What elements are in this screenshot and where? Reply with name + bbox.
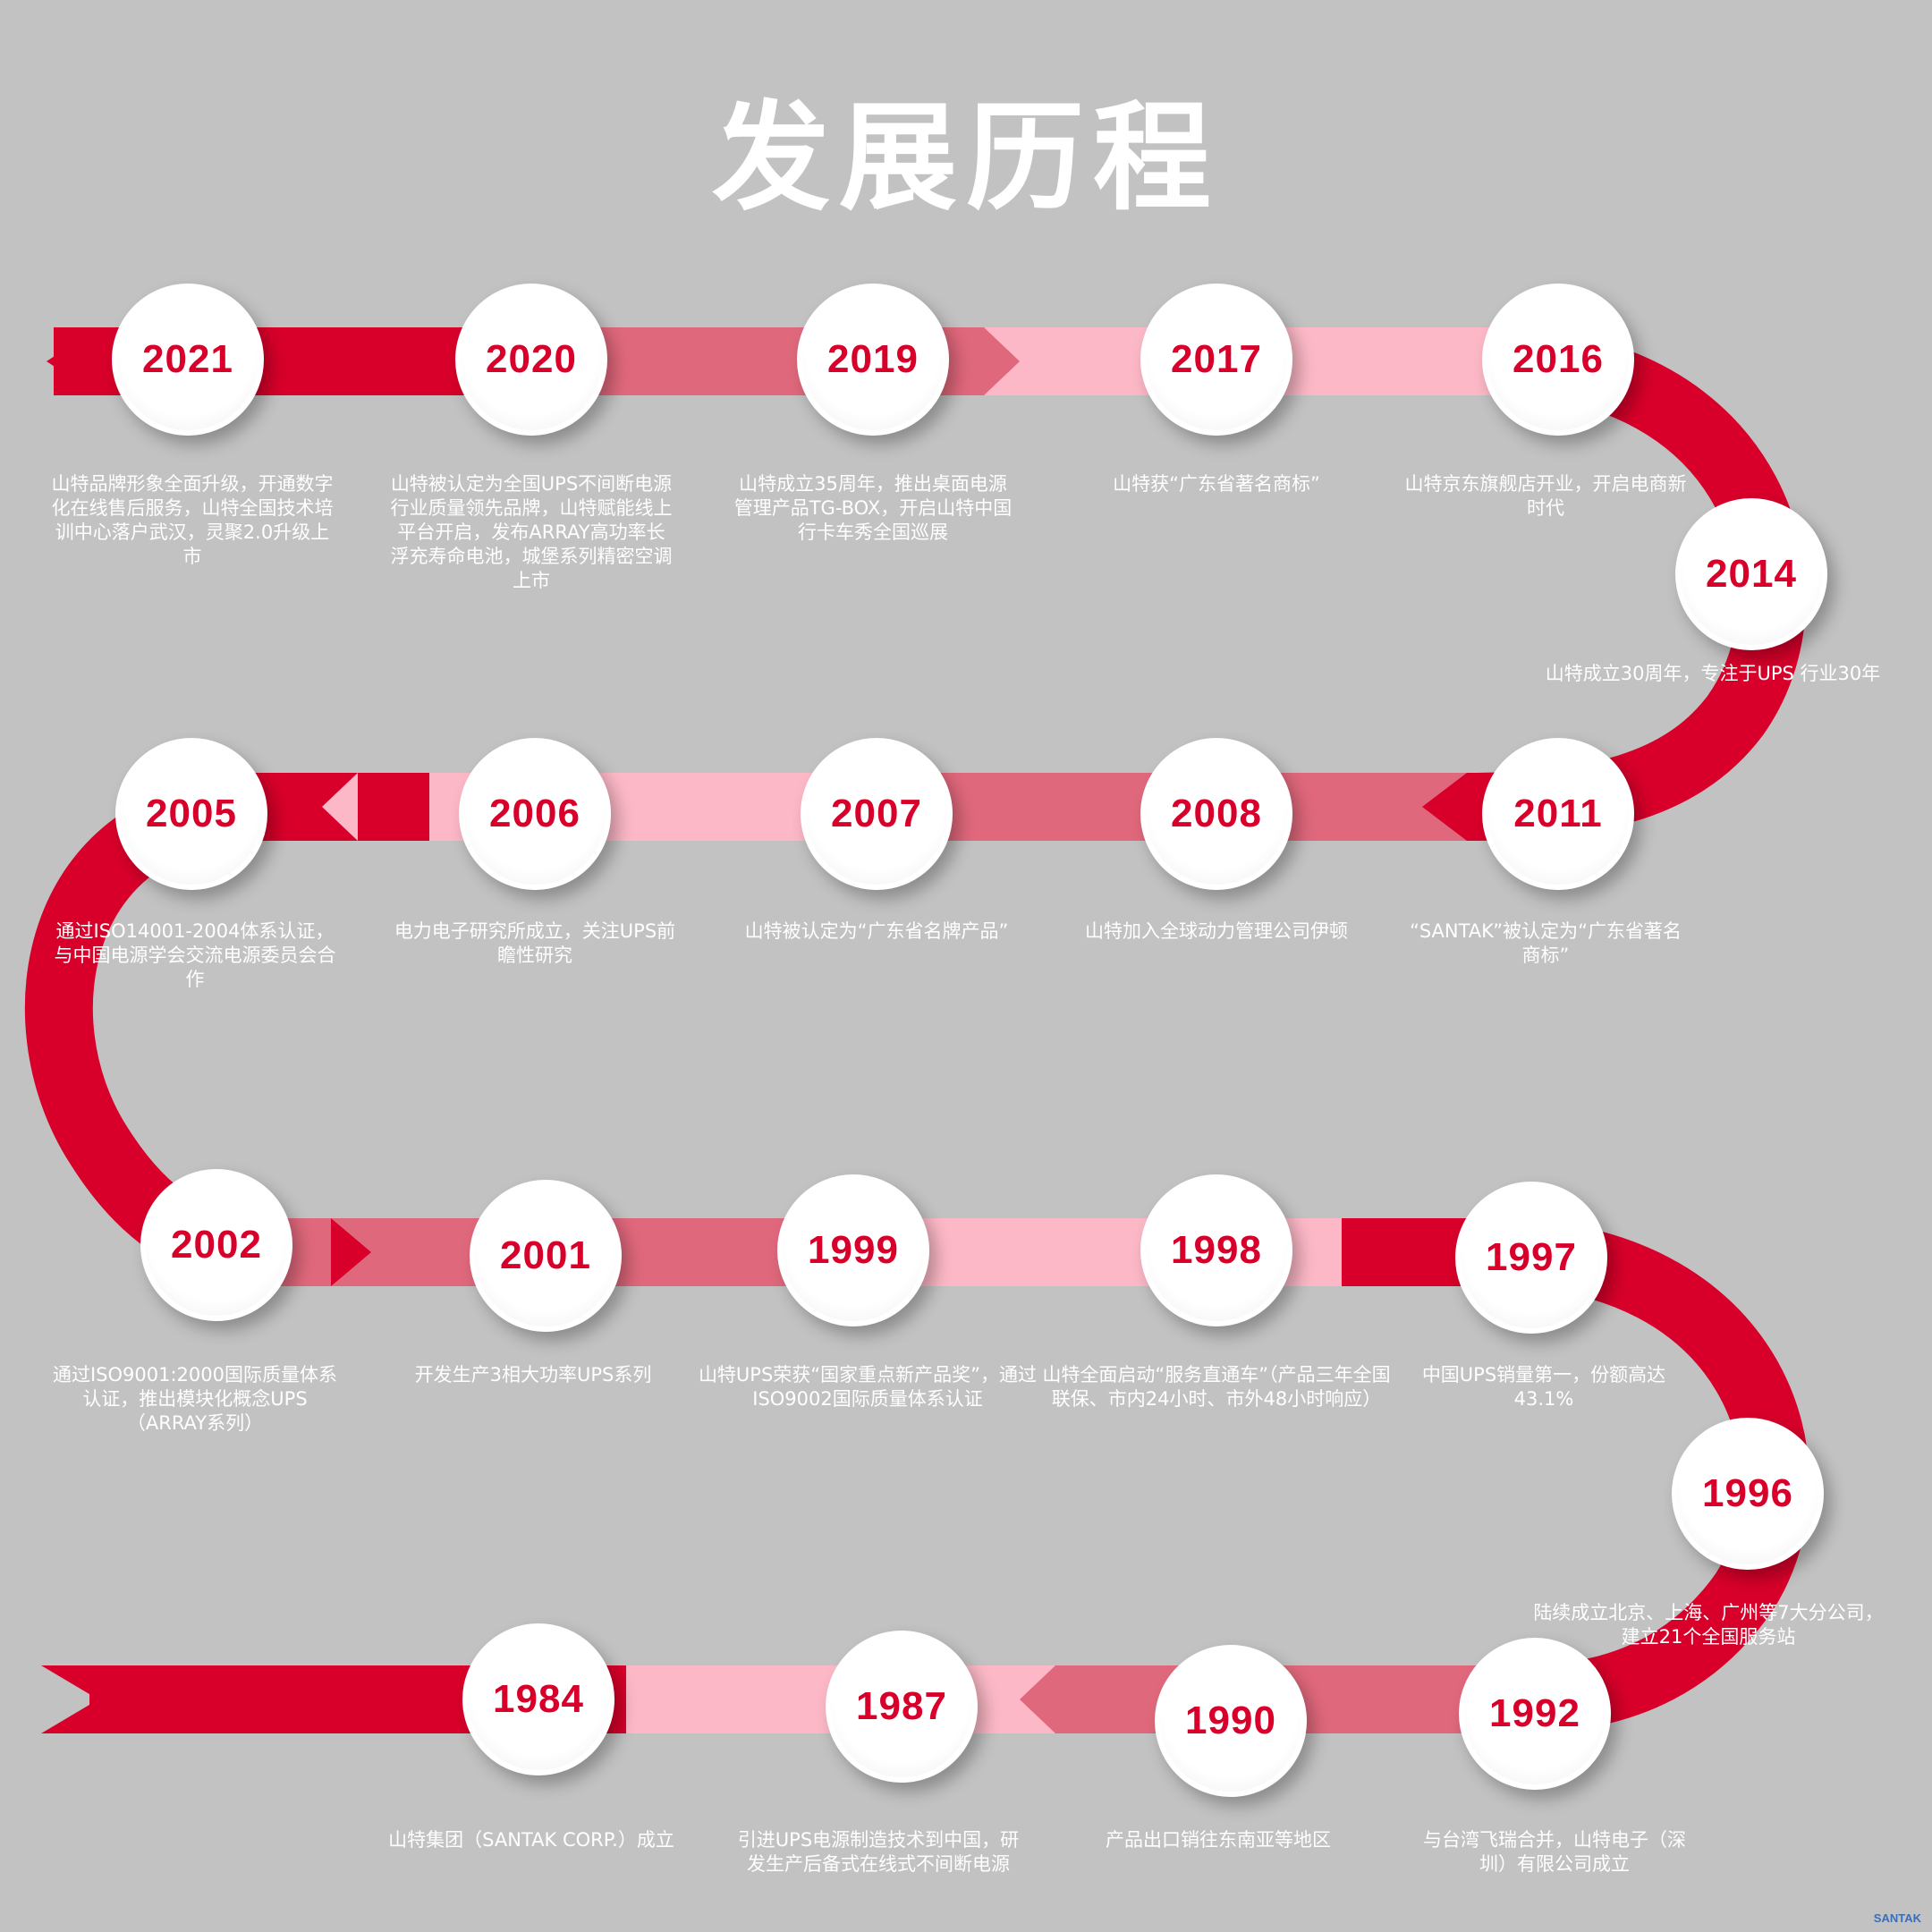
milestone-node-2017: 2017 xyxy=(1140,284,1292,436)
milestone-year: 2006 xyxy=(489,792,580,835)
milestone-year: 2021 xyxy=(142,337,233,381)
milestone-year: 2002 xyxy=(171,1223,262,1267)
milestone-description: 通过ISO9001:2000国际质量体系认证，推出模块化概念UPS（ARRAY系… xyxy=(52,1364,337,1434)
ribbon-tail xyxy=(41,1665,98,1733)
milestone-node-2020: 2020 xyxy=(455,284,607,436)
milestone-year: 2001 xyxy=(500,1233,591,1277)
ribbon-chevron xyxy=(1422,773,1467,841)
milestone-description: 山特加入全球动力管理公司伊顿 xyxy=(1085,920,1348,942)
page-title: 发展历程 xyxy=(712,89,1220,227)
milestone-node-2002: 2002 xyxy=(140,1169,292,1321)
milestone-description: 山特成立35周年，推出桌面电源管理产品TG-BOX，开启山特中国行卡车秀全国巡展 xyxy=(733,473,1013,543)
milestone-node-2011: 2011 xyxy=(1482,738,1634,890)
milestone-description: 产品出口销往东南亚等地区 xyxy=(1106,1829,1331,1851)
milestone-description: 电力电子研究所成立，关注UPS前瞻性研究 xyxy=(394,920,676,966)
milestone-node-2021: 2021 xyxy=(112,284,264,436)
milestone-description: 山特成立30周年，专注于UPS 行业30年 xyxy=(1545,663,1881,684)
milestone-node-1997: 1997 xyxy=(1455,1182,1607,1334)
milestone-node-2016: 2016 xyxy=(1482,284,1634,436)
milestone-node-2001: 2001 xyxy=(470,1180,622,1332)
ribbon-chevron xyxy=(1020,1665,1055,1733)
milestone-node-2007: 2007 xyxy=(801,738,953,890)
milestone-year: 1990 xyxy=(1185,1699,1276,1742)
milestone-description: 中国UPS销量第一，份额高达43.1% xyxy=(1421,1364,1666,1410)
milestone-node-1998: 1998 xyxy=(1140,1174,1292,1326)
milestone-year: 1987 xyxy=(856,1684,947,1728)
milestone-year: 2016 xyxy=(1513,337,1604,381)
milestone-description: 山特被认定为“广东省名牌产品” xyxy=(744,920,1009,942)
santak-logo: SANTAK xyxy=(1873,1911,1921,1925)
milestone-node-1987: 1987 xyxy=(826,1631,978,1783)
milestone-description: 山特品牌形象全面升级，开通数字化在线售后服务，山特全国技术培训中心落户武汉，灵聚… xyxy=(51,473,334,567)
milestone-description: 与台湾飞瑞合并，山特电子（深圳）有限公司成立 xyxy=(1423,1829,1686,1875)
milestone-node-1992: 1992 xyxy=(1459,1638,1611,1790)
milestone-description: 山特UPS荣获“国家重点新产品奖”，通过ISO9002国际质量体系认证 xyxy=(698,1364,1038,1410)
milestone-node-2005: 2005 xyxy=(115,738,267,890)
milestone-description: 山特京东旗舰店开业，开启电商新时代 xyxy=(1404,473,1687,519)
milestone-node-1999: 1999 xyxy=(777,1174,929,1326)
milestone-year: 2020 xyxy=(486,337,577,381)
milestone-description: 陆续成立北京、上海、广州等7大分公司，建立21个全国服务站 xyxy=(1533,1602,1884,1648)
milestone-year: 1992 xyxy=(1489,1691,1580,1735)
milestone-year: 2014 xyxy=(1706,552,1797,596)
ribbon-arrow-left xyxy=(47,327,98,395)
milestone-description: “SANTAK”被认定为“广东省著名商标” xyxy=(1409,920,1682,966)
milestone-node-2019: 2019 xyxy=(797,284,949,436)
milestone-year: 2011 xyxy=(1513,792,1603,835)
milestone-description: 山特获“广东省著名商标” xyxy=(1113,473,1320,495)
milestone-year: 1984 xyxy=(493,1677,584,1721)
milestone-node-2008: 2008 xyxy=(1140,738,1292,890)
milestone-node-2006: 2006 xyxy=(459,738,611,890)
milestone-description: 山特全面启动“服务直通车”（产品三年全国联保、市内24小时、市外48小时响应） xyxy=(1042,1364,1391,1410)
milestone-description: 山特被认定为全国UPS不间断电源行业质量领先品牌，山特赋能线上平台开启，发布AR… xyxy=(390,473,673,591)
milestone-node-1984: 1984 xyxy=(462,1623,614,1775)
milestone-node-1990: 1990 xyxy=(1155,1645,1307,1797)
milestone-year: 2007 xyxy=(831,792,922,835)
milestone-description: 引进UPS电源制造技术到中国，研发生产后备式在线式不间断电源 xyxy=(737,1829,1020,1875)
milestone-year: 1996 xyxy=(1702,1471,1793,1515)
ribbon-chevron xyxy=(984,327,1020,395)
ribbon-chevron xyxy=(331,1218,371,1286)
milestone-year: 1997 xyxy=(1486,1235,1577,1279)
milestone-node-2014: 2014 xyxy=(1675,498,1827,650)
milestone-year: 1998 xyxy=(1171,1228,1262,1272)
ribbon-chevron xyxy=(322,773,358,841)
milestone-description: 山特集团（SANTAK CORP.）成立 xyxy=(388,1829,674,1851)
milestone-year: 2017 xyxy=(1171,337,1262,381)
milestone-year: 1999 xyxy=(808,1228,899,1272)
milestone-year: 2019 xyxy=(827,337,919,381)
milestone-year: 2008 xyxy=(1171,792,1262,835)
milestone-year: 2005 xyxy=(146,792,237,835)
milestone-node-1996: 1996 xyxy=(1672,1418,1824,1570)
milestone-description: 开发生产3相大功率UPS系列 xyxy=(414,1364,652,1385)
milestone-description: 通过ISO14001-2004体系认证，与中国电源学会交流电源委员会合作 xyxy=(54,920,336,990)
